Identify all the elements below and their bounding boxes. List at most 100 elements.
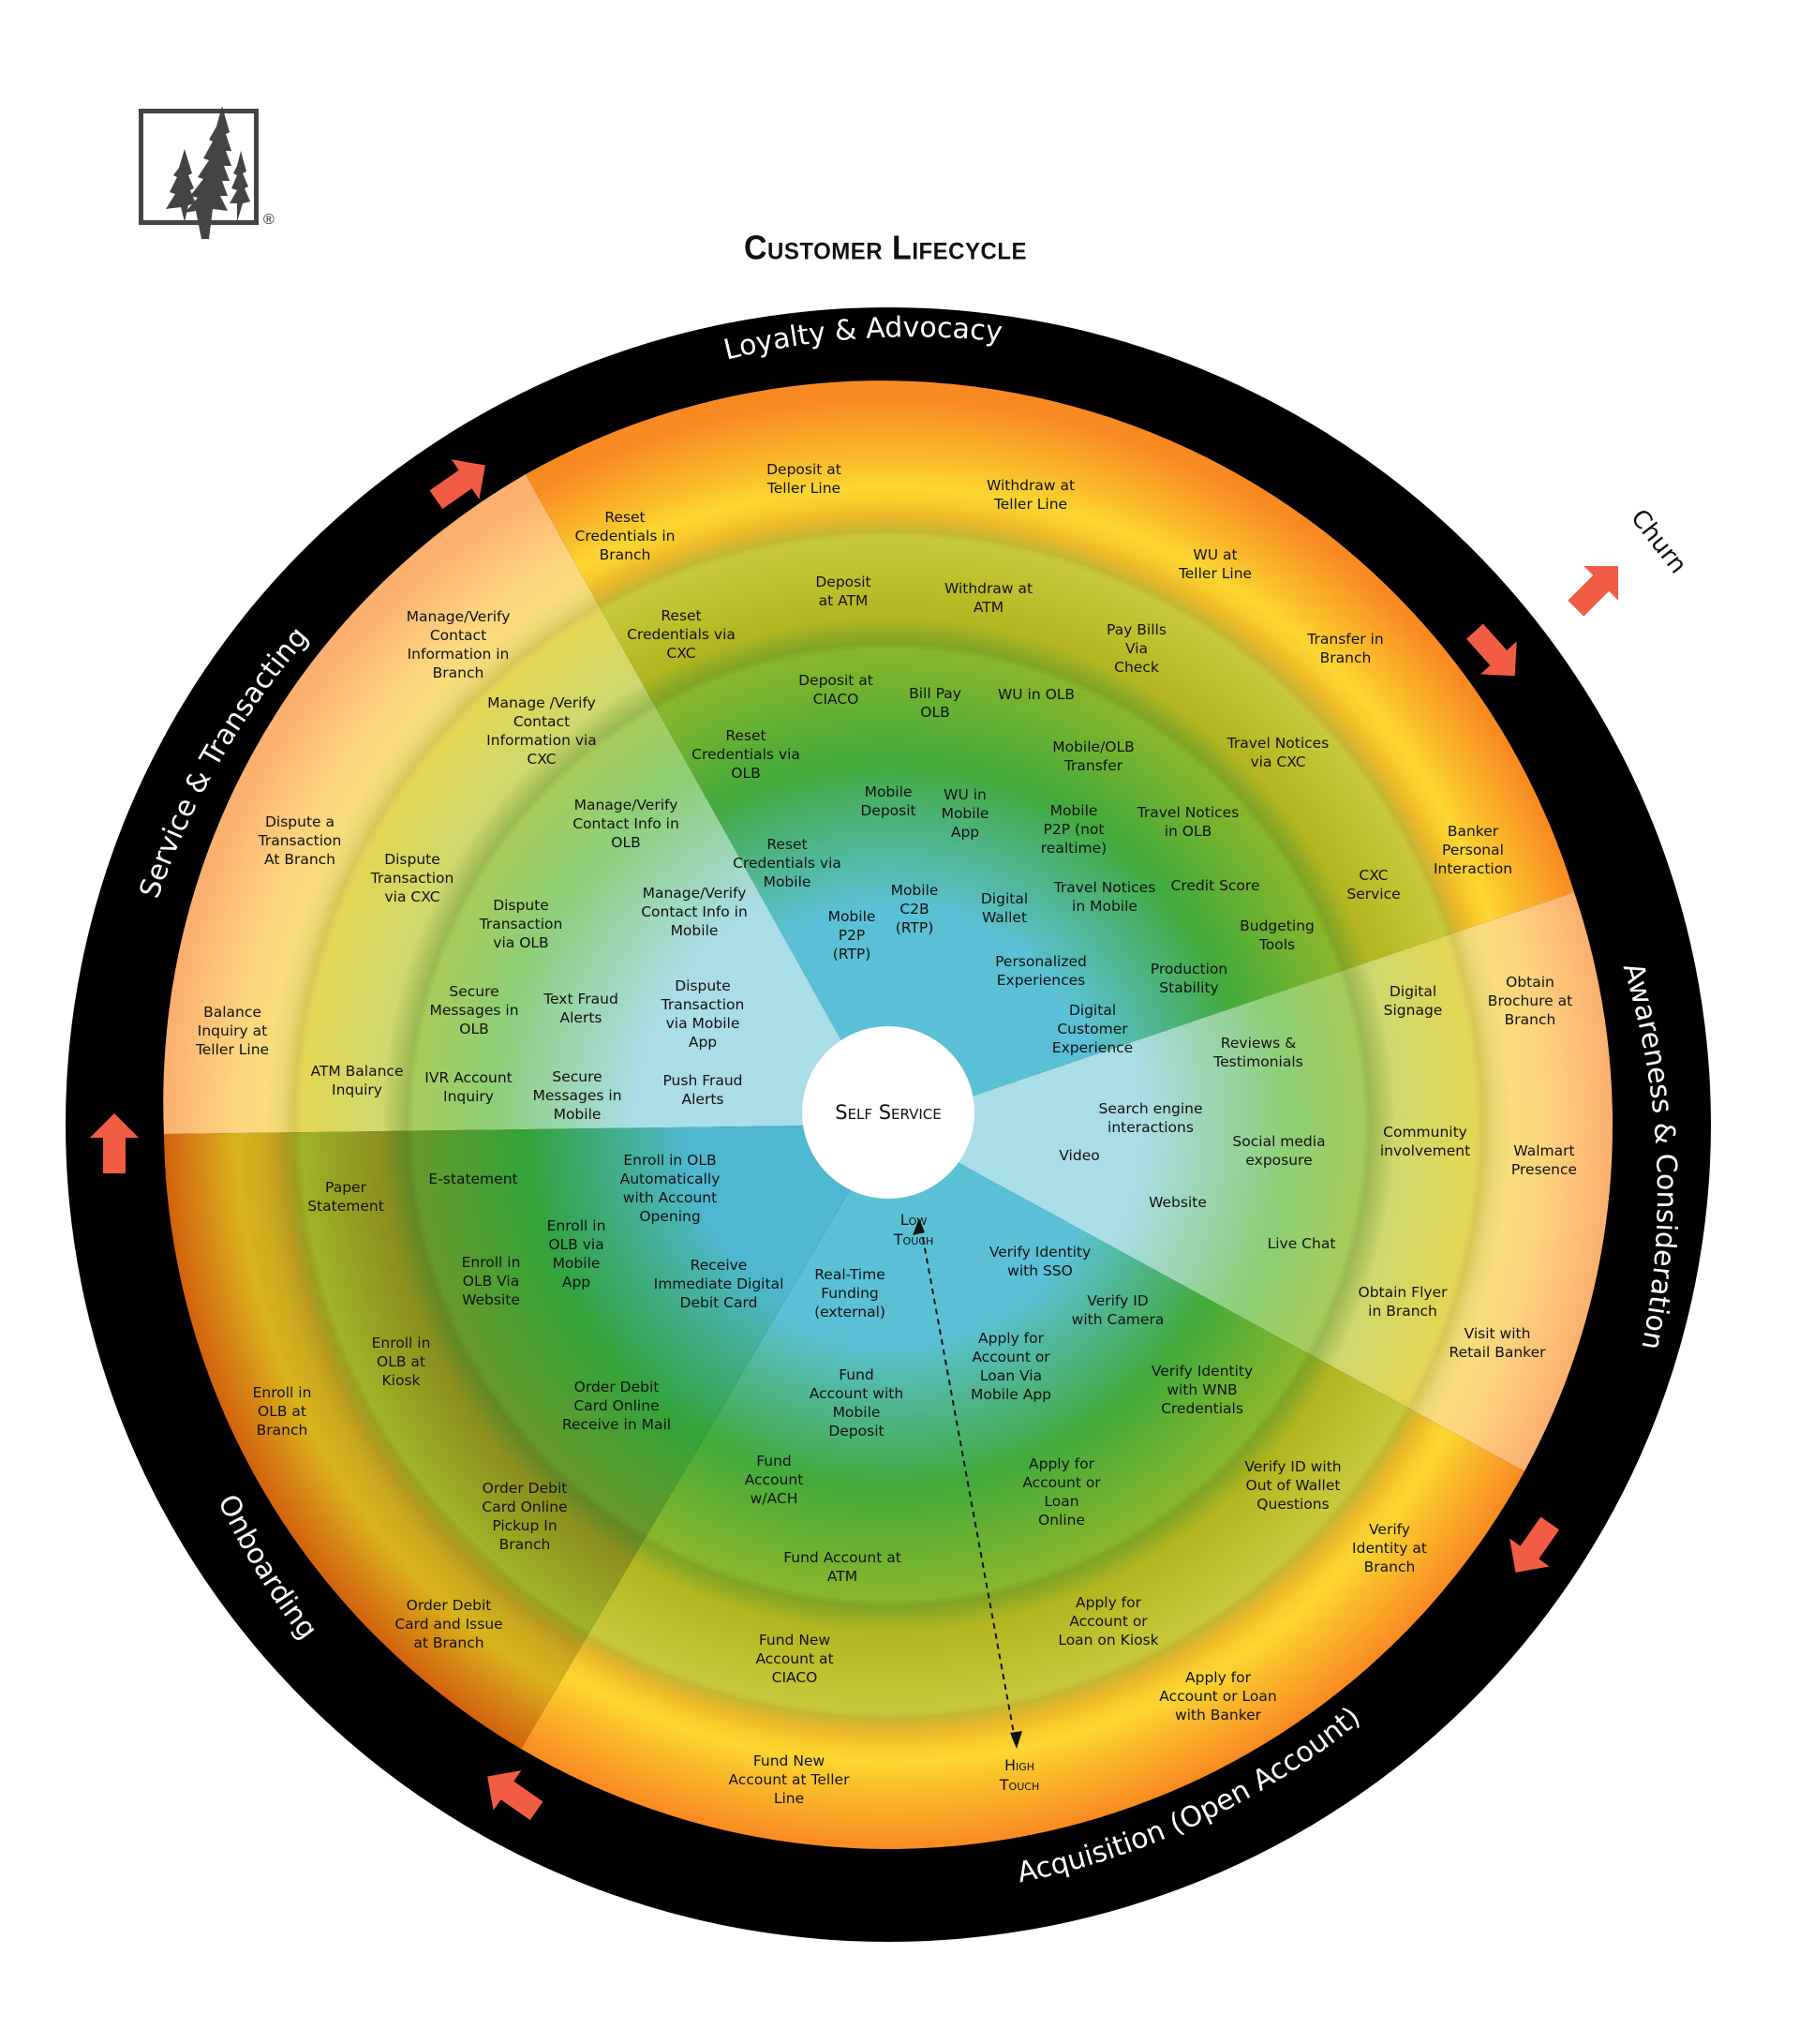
touchpoint-service: ATM Balance Inquiry <box>310 1063 404 1098</box>
touchpoint-onboarding: E-statement <box>428 1171 518 1187</box>
touchpoint-onboarding: Order Debit Card and Issue at Branch <box>394 1597 503 1651</box>
touchpoint-service: Secure Messages in OLB <box>429 983 519 1037</box>
touchpoint-onboarding: Enroll in OLB Via Website <box>461 1254 521 1308</box>
touchpoint-acquisition: Verify Identity with WNB Credentials <box>1151 1363 1254 1417</box>
touchpoint-loyalty: Credit Score <box>1170 877 1260 894</box>
touchpoint-loyalty: Deposit at CIACO <box>798 672 873 708</box>
high-touch-label: High Touch <box>999 1756 1040 1794</box>
touchpoint-loyalty: WU at Teller Line <box>1178 546 1253 582</box>
touchpoint-loyalty: Mobile C2B (RTP) <box>890 882 939 936</box>
touchpoint-onboarding: Receive Immediate Digital Debit Card <box>653 1257 784 1311</box>
touchpoint-service: Dispute Transaction via CXC <box>370 851 454 905</box>
touchpoint-acquisition: Fund Account with Mobile Deposit <box>809 1366 904 1440</box>
center-circle <box>802 1026 974 1199</box>
flow-arrow-icon <box>1466 623 1517 677</box>
touchpoint-awareness: Obtain Brochure at Branch <box>1487 974 1573 1028</box>
touchpoint-service: Dispute a Transaction At Branch <box>258 813 342 868</box>
touchpoint-awareness: Reviews & Testimonials <box>1213 1035 1303 1070</box>
touchpoint-loyalty: Reset Credentials via Mobile <box>733 836 841 890</box>
touch-axis-line <box>920 1227 1016 1739</box>
touchpoint-onboarding: Enroll in OLB at Kiosk <box>371 1335 431 1389</box>
touchpoint-service: Secure Messages in Mobile <box>532 1068 622 1123</box>
touchpoint-loyalty: Reset Credentials in Branch <box>574 509 676 563</box>
touchpoint-loyalty: Mobile/OLB Transfer <box>1052 739 1135 774</box>
touchpoint-awareness: Social media exposure <box>1232 1133 1326 1169</box>
touchpoint-service: Text Fraud Alerts <box>543 991 618 1026</box>
touchpoint-loyalty: Mobile P2P (not realtime) <box>1040 802 1108 857</box>
company-logo <box>139 106 259 239</box>
touchpoint-acquisition: Verify Identity at Branch <box>1352 1521 1427 1575</box>
touchpoint-acquisition: Apply for Account or Loan Via Mobile App <box>970 1330 1052 1403</box>
touchpoint-service: Manage/Verify Contact Info in Mobile <box>641 885 748 939</box>
touchpoint-acquisition: Fund New Account at CIACO <box>755 1632 834 1686</box>
touchpoint-awareness: Walmart Presence <box>1510 1142 1578 1178</box>
flow-arrow-icon <box>1509 1516 1560 1573</box>
touchpoint-awareness: Live Chat <box>1267 1235 1336 1252</box>
touchpoint-loyalty: Banker Personal Interaction <box>1433 823 1513 877</box>
touchpoint-acquisition: Verify Identity with SSO <box>989 1244 1092 1279</box>
touchpoint-acquisition: Apply for Account or Loan on Kiosk <box>1058 1594 1159 1649</box>
touchpoint-loyalty: Deposit at Teller Line <box>766 461 841 497</box>
churn-arrow-icon <box>1568 565 1619 617</box>
touchpoint-loyalty: Travel Notices in OLB <box>1137 804 1240 840</box>
touchpoint-loyalty: Production Stability <box>1150 961 1228 996</box>
touchpoint-awareness: Search engine interactions <box>1098 1100 1203 1136</box>
touchpoint-loyalty: Pay Bills Via Check <box>1107 621 1167 676</box>
touchpoint-loyalty: Withdraw at Teller Line <box>986 477 1076 513</box>
touchpoint-onboarding: Order Debit Card Online Pickup In Branch <box>482 1480 568 1553</box>
registered-mark: ® <box>263 212 275 228</box>
touchpoint-loyalty: Bill Pay OLB <box>909 685 961 721</box>
touchpoint-service: Manage/Verify Contact Info in OLB <box>572 797 679 851</box>
touchpoint-onboarding: Enroll in OLB Automatically with Account… <box>619 1152 721 1225</box>
touchpoint-loyalty: Digital Wallet <box>980 890 1029 926</box>
low-touch-label: Low Touch <box>893 1211 934 1248</box>
touchpoint-onboarding: Enroll in OLB at Branch <box>252 1384 312 1439</box>
touchpoint-acquisition: Fund Account at ATM <box>783 1549 901 1585</box>
touchpoint-onboarding: Paper Statement <box>307 1179 384 1215</box>
touchpoint-awareness: Obtain Flyer in Branch <box>1358 1284 1448 1320</box>
touchpoint-loyalty: Deposit at ATM <box>815 574 871 609</box>
touchpoint-awareness: Video <box>1059 1147 1100 1164</box>
arrow-up-icon <box>913 1218 925 1235</box>
touchpoint-service: Dispute Transaction via Mobile App <box>661 977 745 1051</box>
touchpoint-service: Manage/Verify Contact Information in Bra… <box>406 608 511 681</box>
touchpoint-loyalty: Travel Notices in Mobile <box>1053 879 1156 915</box>
touchpoint-loyalty: Travel Notices via CXC <box>1227 735 1330 770</box>
page-title: Customer Lifecycle <box>743 230 1027 267</box>
touchpoint-service: IVR Account Inquiry <box>424 1069 513 1105</box>
touchpoint-acquisition: Fund New Account at Teller Line <box>728 1753 850 1807</box>
touchpoint-acquisition: Real-Time Funding (external) <box>814 1266 885 1320</box>
touchpoint-service: Push Fraud Alerts <box>662 1072 743 1108</box>
touchpoint-loyalty: Personalized Experiences <box>995 953 1087 989</box>
pine-trees-logo-icon <box>166 106 250 239</box>
touchpoint-service: Balance Inquiry at Teller Line <box>195 1004 270 1058</box>
flow-arrow-icon <box>429 459 485 510</box>
touchpoint-loyalty: Digital Customer Experience <box>1051 1002 1134 1056</box>
touchpoint-loyalty: Transfer in Branch <box>1307 631 1384 666</box>
touchpoint-loyalty: Mobile P2P (RTP) <box>827 908 876 962</box>
touchpoint-loyalty: WU in OLB <box>997 686 1076 703</box>
touchpoint-service: Manage /Verify Contact Information via C… <box>486 694 597 768</box>
touchpoint-awareness: Digital Signage <box>1383 983 1443 1019</box>
touchpoint-awareness: Visit with Retail Banker <box>1449 1325 1546 1361</box>
touchpoint-loyalty: Mobile Deposit <box>860 783 916 819</box>
touchpoint-loyalty: Reset Credentials via OLB <box>691 727 800 782</box>
center-label: Self Service <box>835 1101 942 1124</box>
touchpoint-loyalty: CXC Service <box>1346 867 1401 903</box>
touchpoint-acquisition: Apply for Account or Loan with Banker <box>1159 1669 1277 1723</box>
touchpoint-acquisition: Fund Account w/ACH <box>744 1453 804 1507</box>
arrow-down-icon <box>1010 1731 1022 1749</box>
touchpoint-acquisition: Apply for Account or Loan Online <box>1022 1455 1101 1529</box>
touchpoint-acquisition: Verify ID with Out of Wallet Questions <box>1244 1458 1342 1513</box>
touchpoint-loyalty: Reset Credentials via CXC <box>627 607 736 662</box>
touchpoint-awareness: Website <box>1149 1194 1207 1211</box>
touchpoint-onboarding: Order Debit Card Online Receive in Mail <box>561 1379 672 1433</box>
touchpoint-loyalty: WU in Mobile App <box>941 786 989 841</box>
touchpoint-loyalty: Withdraw at ATM <box>944 580 1033 616</box>
flow-arrow-icon <box>90 1113 139 1173</box>
flow-arrow-icon <box>487 1770 543 1821</box>
touchpoint-onboarding: Enroll in OLB via Mobile App <box>546 1217 606 1291</box>
touchpoint-loyalty: Budgeting Tools <box>1240 918 1315 953</box>
touchpoint-acquisition: Verify ID with Camera <box>1071 1292 1165 1328</box>
